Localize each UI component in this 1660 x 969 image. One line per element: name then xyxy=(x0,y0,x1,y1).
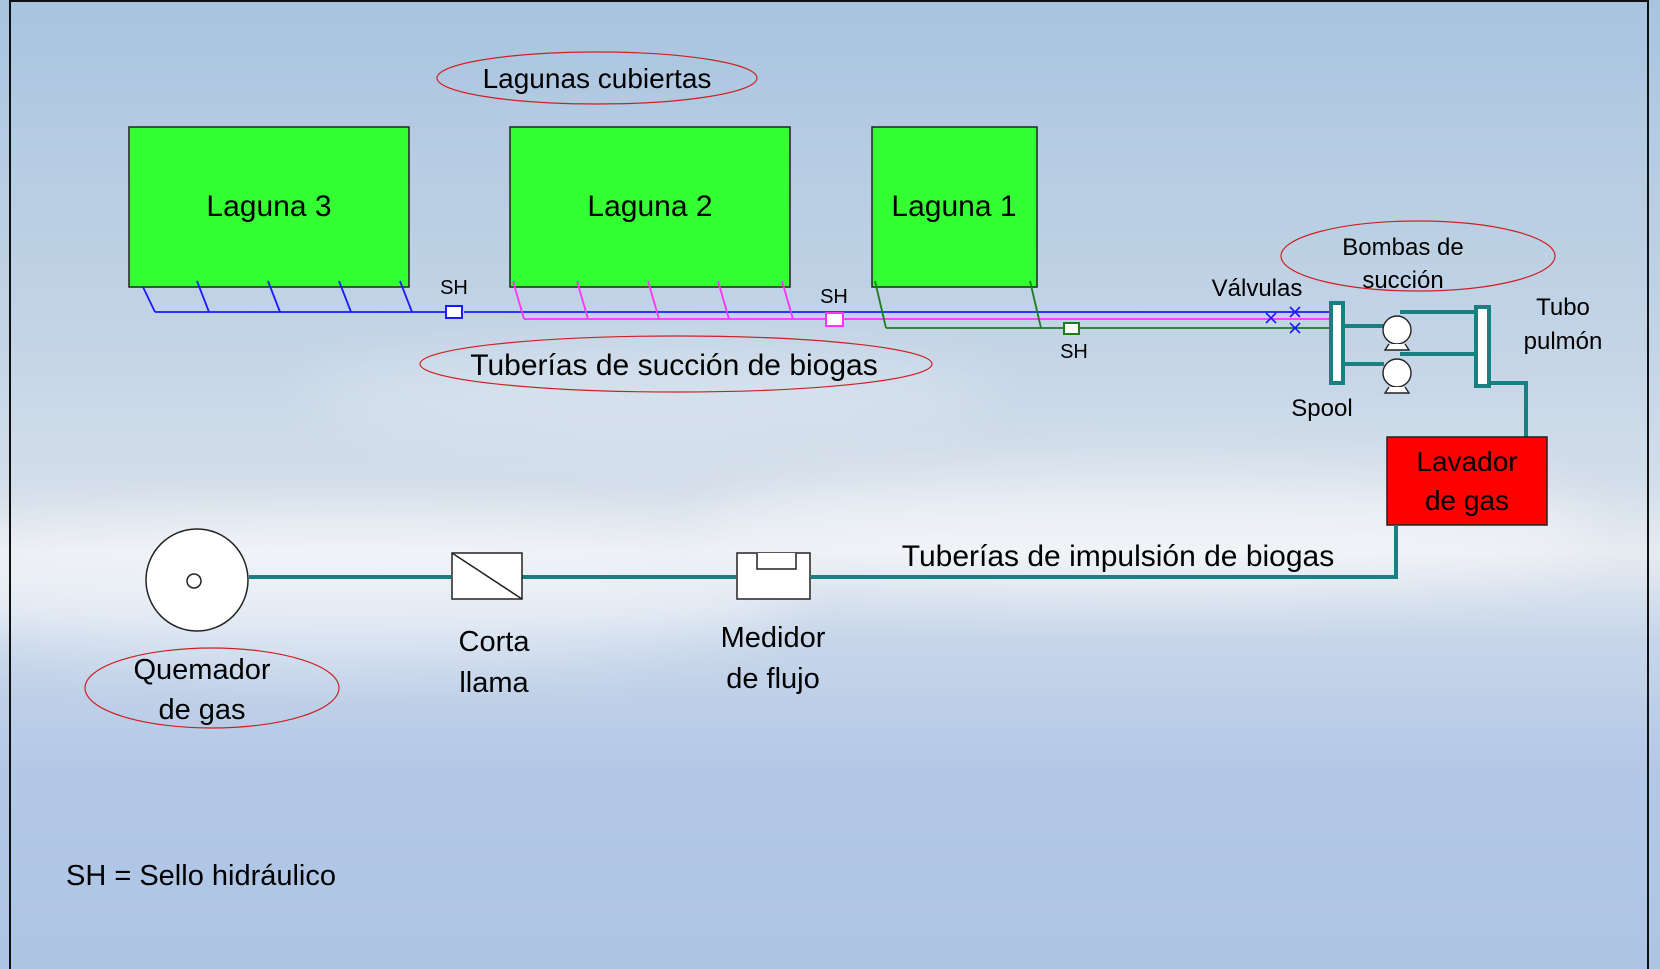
corta-label-line1: Corta xyxy=(459,626,531,658)
medidor-label-line1: Medidor xyxy=(721,622,826,654)
laguna-1-label: Laguna 1 xyxy=(891,190,1016,223)
pump-piping xyxy=(1343,310,1528,437)
sh-label-laguna-3: SH xyxy=(440,277,468,299)
suction-line-laguna-3 xyxy=(142,280,1330,313)
flow-meter-icon xyxy=(736,552,811,600)
suction-line-laguna-2 xyxy=(512,280,1330,320)
quemador-ellipse xyxy=(84,647,340,729)
spool-manifold xyxy=(1329,301,1345,385)
lagunas-title-ellipse xyxy=(436,51,758,105)
sh-legend: SH = Sello hidráulico xyxy=(66,860,336,892)
laguna-1-box xyxy=(871,126,1038,288)
bombas-ellipse xyxy=(1280,220,1556,292)
sh-seal-laguna-3 xyxy=(445,305,463,319)
lagunas-title: Lagunas cubiertas xyxy=(483,63,712,94)
lavador-box xyxy=(1386,436,1548,526)
quemador-label-line1: Quemador xyxy=(133,654,270,686)
tubo-pulmon xyxy=(1474,305,1491,388)
bombas-label-line2: succión xyxy=(1362,267,1443,294)
corta-label-line2: llama xyxy=(459,667,529,699)
slide-frame xyxy=(9,0,1649,969)
succion-label: Tuberías de succión de biogas xyxy=(470,349,877,382)
quemador-label-line2: de gas xyxy=(158,694,245,726)
sh-label-laguna-1: SH xyxy=(1060,341,1088,363)
laguna-2-box xyxy=(509,126,791,288)
impulsion-label: Tuberías de impulsión de biogas xyxy=(902,540,1334,573)
laguna-3-box xyxy=(128,126,410,288)
succion-ellipse xyxy=(419,335,933,393)
tubo-label-line1: Tubo xyxy=(1536,294,1590,321)
impulsion-pipe xyxy=(249,525,1398,579)
sh-seal-laguna-1 xyxy=(1063,322,1080,335)
suction-line-laguna-1 xyxy=(874,280,1330,329)
burner-icon xyxy=(145,528,249,632)
sh-label-laguna-2: SH xyxy=(820,286,848,308)
valve-icons xyxy=(1265,306,1301,334)
sh-seal-laguna-2 xyxy=(825,312,844,327)
laguna-3-label: Laguna 3 xyxy=(206,190,331,223)
pump-icon-2 xyxy=(1382,358,1412,394)
lavador-label-line2: de gas xyxy=(1425,485,1509,516)
laguna-2-label: Laguna 2 xyxy=(587,190,712,223)
medidor-label-line2: de flujo xyxy=(726,663,820,695)
spool-label: Spool xyxy=(1291,395,1352,422)
tubo-label-line2: pulmón xyxy=(1524,328,1603,355)
valvulas-label: Válvulas xyxy=(1212,275,1303,302)
bombas-label-line1: Bombas de xyxy=(1342,234,1463,261)
flame-arrester-icon xyxy=(451,552,523,600)
lavador-label-line1: Lavador xyxy=(1416,446,1517,477)
pump-icon-1 xyxy=(1382,315,1412,351)
